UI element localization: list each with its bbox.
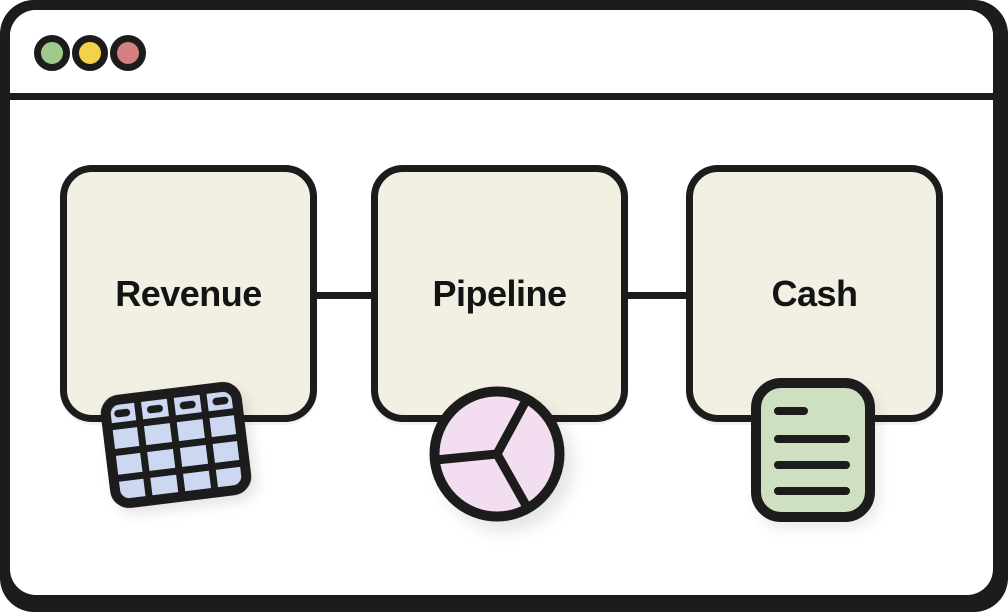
- red-light-icon[interactable]: [110, 35, 146, 71]
- document-lines-icon: [751, 378, 875, 522]
- table-grid-icon: [99, 380, 254, 510]
- browser-window: Revenue Pipeline Cash: [10, 10, 993, 595]
- window-titlebar: [10, 10, 993, 100]
- pie-chart-icon: [426, 383, 568, 525]
- node-label-pipeline: Pipeline: [432, 272, 567, 314]
- connector-revenue-pipeline: [315, 292, 373, 299]
- node-label-cash: Cash: [771, 272, 858, 314]
- traffic-lights: [34, 35, 146, 71]
- green-light-icon[interactable]: [34, 35, 70, 71]
- yellow-light-icon[interactable]: [72, 35, 108, 71]
- node-label-revenue: Revenue: [115, 272, 262, 314]
- node-card-pipeline[interactable]: Pipeline: [371, 165, 628, 422]
- node-card-revenue[interactable]: Revenue: [60, 165, 317, 422]
- connector-pipeline-cash: [626, 292, 688, 299]
